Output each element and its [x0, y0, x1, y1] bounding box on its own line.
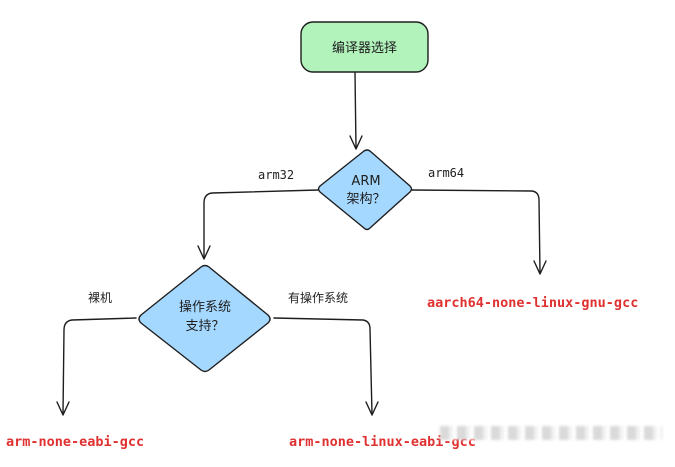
os-decision-line-2: 支持？: [185, 319, 224, 334]
arch-decision-line-2: 架构？: [346, 192, 385, 207]
edge-bare-metal: 裸机: [56, 290, 137, 416]
edge-with-os: 有操作系统: [273, 290, 379, 416]
edge-bare-metal-line: [62, 317, 137, 415]
edge-with-os-line: [273, 317, 373, 415]
start-node-label: 编译器选择: [332, 41, 397, 56]
edge-arm32-label: arm32: [258, 168, 294, 182]
edge-bare-metal-label: 裸机: [88, 290, 112, 305]
edge-with-os-arrowhead: [365, 401, 379, 416]
start-node: 编译器选择: [300, 21, 429, 73]
result-arm-none-linux-eabi: arm-none-linux-eabi-gcc: [289, 434, 476, 450]
os-decision-diamond: [138, 264, 271, 373]
edge-arm32-arrowhead: [197, 245, 211, 260]
edge-bare-metal-arrowhead: [56, 401, 70, 416]
blurred-watermark: [440, 426, 662, 440]
os-decision-node: 操作系统 支持？: [138, 264, 271, 373]
edge-arm64-arrowhead: [533, 260, 547, 275]
result-arm-none-eabi: arm-none-eabi-gcc: [6, 434, 144, 450]
edge-arm64-label: arm64: [428, 166, 464, 180]
edge-arm64: arm64: [411, 166, 547, 275]
edge-arm64-line: [411, 189, 541, 274]
edge-arm32-line: [203, 189, 319, 259]
result-aarch64: aarch64-none-linux-gnu-gcc: [427, 295, 638, 311]
arch-decision-diamond: [317, 149, 413, 231]
edge-start-to-arch-line: [354, 72, 357, 149]
edge-start-to-arch: [349, 72, 363, 150]
start-node-box: [300, 21, 429, 73]
edge-arm32: arm32: [197, 168, 319, 260]
arch-decision-line-1: ARM: [351, 174, 380, 189]
os-decision-line-1: 操作系统: [179, 299, 231, 315]
edge-with-os-label: 有操作系统: [288, 290, 348, 305]
edge-start-to-arch-arrowhead: [349, 135, 363, 150]
arch-decision-node: ARM 架构？: [317, 149, 413, 231]
